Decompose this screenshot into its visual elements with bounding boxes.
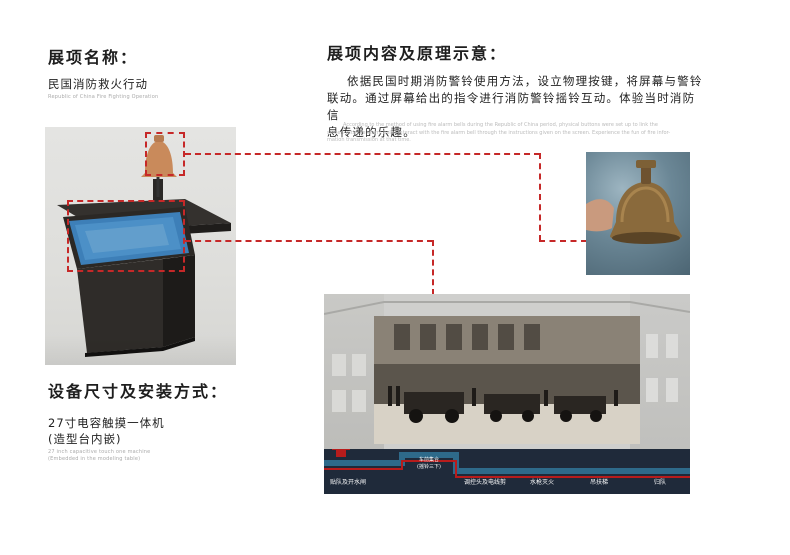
timeline-step-2-title: 车前集合 (418, 457, 439, 463)
install-spec-cn-1: 27寸电容触摸一体机 (48, 416, 165, 430)
timeline-step-1: 贴队及开水闸 (330, 479, 367, 486)
fire-bell-photo (586, 152, 690, 275)
desc-cn-line-1: 依据民国时期消防警铃使用方法，设立物理按键，将屏幕与警铃 (347, 74, 703, 88)
bell-connector-line-2 (539, 153, 541, 241)
timeline-step-4: 水枪灭火 (530, 479, 555, 486)
kiosk-render-image (45, 127, 236, 365)
timeline-step-3: 调控头及电线剪 (464, 479, 507, 486)
desc-en-line-1: According to the method of using fire al… (343, 122, 658, 128)
install-spec-en-2: (Embedded in the modeling table) (48, 456, 141, 462)
historic-fire-station-photo (374, 316, 640, 444)
timeline-step-5: 吊扶梯 (590, 479, 609, 486)
principle-description-cn: 依据民国时期消防警铃使用方法，设立物理按键，将屏幕与警铃 联动。通过屏幕给出的指… (327, 73, 707, 141)
timeline-track (324, 449, 690, 478)
bell-connector-line-1 (185, 153, 540, 155)
screen-highlight-box (67, 200, 185, 272)
timeline-step-2-note: (摇铃三下) (417, 464, 441, 470)
fire-hydrant-icon (332, 449, 350, 457)
bell-photo-drawing (586, 160, 682, 244)
bell-connector-line-3 (539, 240, 587, 242)
kiosk-drawing (57, 135, 231, 357)
floor-shadow (45, 335, 236, 365)
screen-connector-line-1 (185, 240, 433, 242)
desc-en-line-2: screen with the alarm bells. Interact wi… (327, 129, 671, 136)
install-spec-cn-2: (造型台内嵌) (48, 432, 122, 446)
exhibit-title-en: Republic of China Fire Fighting Operatio… (48, 94, 159, 100)
install-heading: 设备尺寸及安装方式： (48, 382, 229, 401)
desc-en-line-3: mation transmission at that time. (327, 137, 411, 143)
exhibit-title-cn: 民国消防救火行动 (48, 77, 148, 91)
timeline-step-2: 车前集合 (摇铃三下) (404, 457, 454, 471)
principle-heading: 展项内容及原理示意： (327, 44, 508, 63)
desc-cn-line-3: 息传递的乐趣。 (327, 125, 416, 139)
screen-ui-mockup: 贴队及开水闸 车前集合 (摇铃三下) 调控头及电线剪 水枪灭火 吊扶梯 归队 (324, 294, 690, 494)
install-spec-en-1: 27 inch capacitive touch one machine (48, 449, 151, 455)
mockup-background-sketch (324, 301, 690, 412)
bell-highlight-box (145, 132, 185, 176)
principle-description-en: According to the method of using fire al… (327, 122, 727, 145)
desc-cn-line-2: 联动。通过屏幕给出的指令进行消防警铃摇铃互动。体验当时消防信 (327, 91, 696, 122)
timeline-step-6: 归队 (654, 479, 667, 486)
bell-model (141, 141, 177, 177)
historic-photo-drawing (374, 316, 640, 444)
screen-connector-line-2 (432, 240, 434, 295)
exhibit-name-heading: 展项名称： (48, 48, 139, 67)
